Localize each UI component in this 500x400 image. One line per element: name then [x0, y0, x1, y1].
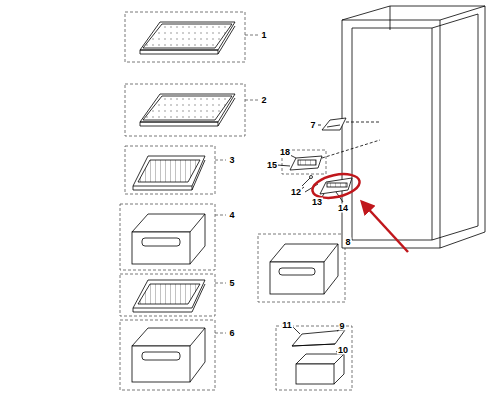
callout-number: 4 — [228, 211, 235, 220]
callout-number: 18 — [279, 148, 291, 157]
callout-number: 5 — [228, 279, 235, 288]
callout-number: 11 — [281, 321, 293, 330]
callout-number: 9 — [338, 322, 345, 331]
callout-number: 7 — [309, 121, 316, 130]
callout-number: 14 — [337, 204, 349, 213]
callout-number: 12 — [290, 188, 302, 197]
callout-number: 15 — [266, 161, 278, 170]
callout-number: 1 — [260, 31, 267, 40]
callout-number: 3 — [228, 156, 235, 165]
callout-number: 13 — [311, 198, 323, 207]
callout-number: 2 — [260, 96, 267, 105]
callout-number: 6 — [228, 329, 235, 338]
callout-number: 10 — [337, 346, 349, 355]
callout-number: 8 — [344, 238, 351, 247]
